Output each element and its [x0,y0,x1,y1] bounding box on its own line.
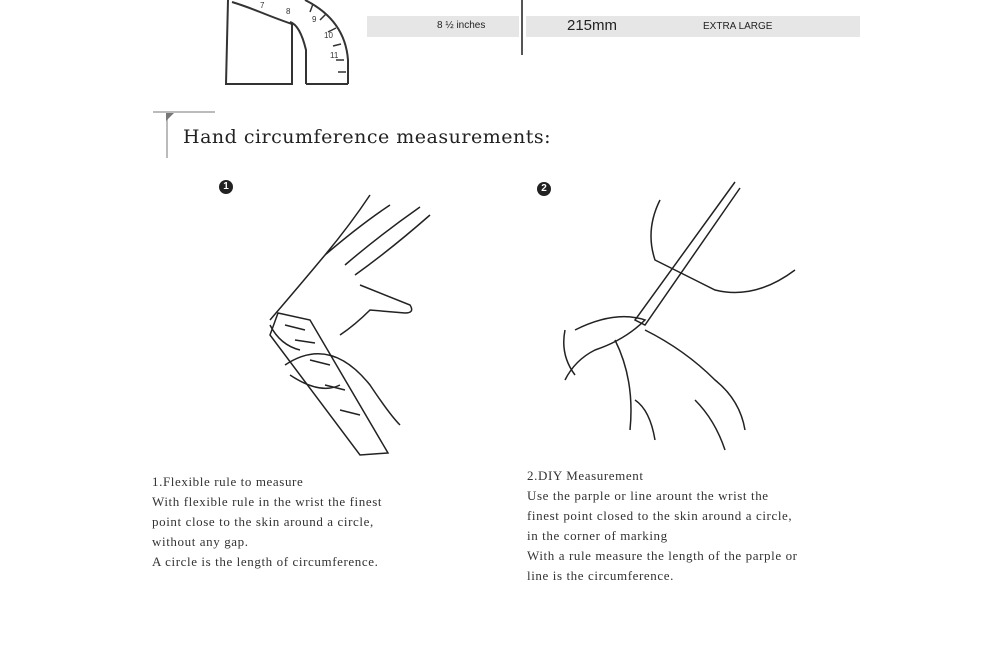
step-2-line: in the corner of marking [527,528,668,543]
step-2-text: 2.DIY Measurement Use the parple or line… [527,466,798,586]
step-2-badge: 2 [537,182,551,196]
gauge-tick-label: 11 [330,51,339,60]
step-2-title: 2.DIY Measurement [527,468,644,483]
gauge-tick-label: 7 [260,1,265,10]
size-mm-cell: 215mm EXTRA LARGE [526,16,860,37]
step-2-line: Use the parple or line arount the wrist … [527,488,769,503]
step-1-line: With flexible rule in the wrist the fine… [152,494,383,509]
step-1-line: A circle is the length of circumference. [152,554,379,569]
step-2-line: finest point closed to the skin around a… [527,508,793,523]
flexible-rule-hand-illustration [269,194,431,456]
step-1-title: 1.Flexible rule to measure [152,474,304,489]
step-2-line: With a rule measure the length of the pa… [527,548,798,563]
diy-marking-hand-illustration [563,181,796,451]
wrist-gauge-illustration: 7 8 9 10 11 [224,0,349,85]
heading-rule-vertical [166,112,168,158]
size-mm: 215mm [567,17,618,34]
size-inches: 8 ½ inches [437,20,486,31]
step-1-line: point close to the skin around a circle, [152,514,374,529]
heading-rule [153,111,215,113]
step-1-text: 1.Flexible rule to measure With flexible… [152,472,382,572]
gauge-tick-label: 9 [312,15,317,24]
table-divider [521,0,523,55]
size-label: EXTRA LARGE [703,21,773,32]
gauge-tick-label: 8 [286,7,291,16]
size-inches-cell: 8 ½ inches [367,16,519,37]
corner-marker-icon [166,113,174,121]
step-1-line: without any gap. [152,534,249,549]
step-1-badge: 1 [219,180,233,194]
gauge-tick-label: 10 [324,31,333,40]
step-2-line: line is the circumference. [527,568,674,583]
section-heading: Hand circumference measurements: [183,126,551,148]
